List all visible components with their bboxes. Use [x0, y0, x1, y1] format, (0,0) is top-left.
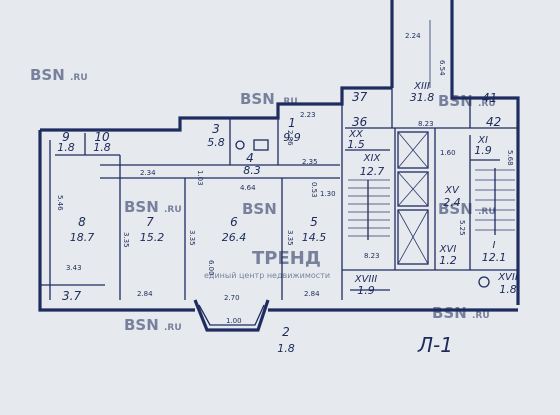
watermark-domain: .RU: [478, 207, 496, 217]
watermark-tagline: единый центр недвижимости: [204, 271, 330, 280]
room-area: 2.4: [443, 196, 461, 209]
watermark-brand: BSN: [124, 316, 159, 334]
dimension-label: 1.03: [196, 170, 204, 186]
room-area: 18.7: [70, 231, 95, 244]
room-area: 1.5: [347, 138, 365, 151]
room-area: 1.9: [357, 284, 375, 297]
dimension-label: 2.70: [224, 294, 240, 302]
watermark-brand: BSN: [242, 200, 277, 218]
room-area: 15.2: [140, 231, 165, 244]
room-labels: 1 9.9 2 1.8 3 5.8 4 8.3 5 14.5 6 26.4 7 …: [57, 81, 518, 355]
room-area: 31.8: [410, 91, 435, 104]
dimension-label: 8.23: [418, 120, 434, 128]
staircase-right: [475, 168, 515, 235]
dimension-label: 2.34: [140, 169, 156, 177]
room-number: 5: [310, 215, 318, 229]
room-number: XIII: [413, 81, 430, 92]
dimension-label: 3.43: [66, 264, 82, 272]
dimension-label: 0.53: [310, 182, 318, 198]
room-number: 4: [246, 151, 254, 165]
room-number: XIX: [363, 153, 382, 164]
room-area: 26.4: [222, 231, 247, 244]
watermark-brand: BSN: [438, 92, 473, 110]
dimension-labels: 2.24 6.54 8.23 2.23 2.86 2.35 2.34 1.03 …: [56, 32, 514, 325]
dimension-label: 2.23: [300, 111, 316, 119]
dimension-label: 1.00: [226, 317, 242, 325]
room-area: 14.5: [302, 231, 327, 244]
watermark-brand: BSN: [438, 200, 473, 218]
watermark-brand: BSN: [30, 66, 65, 84]
room-number: I: [493, 240, 496, 251]
watermark-domain: .RU: [478, 99, 496, 109]
dimension-label: 5.25: [458, 220, 466, 236]
room-number: 10: [94, 130, 110, 144]
room-area: 1.8: [57, 141, 75, 154]
watermark-brand: BSN: [240, 90, 275, 108]
room-number: XVIII: [354, 274, 378, 285]
room-area: 8.3: [243, 164, 261, 177]
marker-36: 36: [352, 115, 368, 129]
dimension-label: 4.64: [240, 184, 256, 192]
watermark-domain: .RU: [164, 323, 182, 333]
room-area: 1.8: [93, 141, 111, 154]
room-number: 8: [78, 215, 86, 229]
room-number: 1: [288, 116, 296, 130]
dimension-label: 2.35: [302, 158, 318, 166]
dimension-label: 6.00: [207, 260, 215, 276]
watermark-brand: BSN: [432, 304, 467, 322]
staircase-left: [348, 179, 390, 240]
marker-labels: 37 36 41 42 3.7: [62, 90, 501, 303]
room-area: 12.1: [482, 251, 507, 264]
room-area: 5.8: [207, 136, 225, 149]
watermark-domain: .RU: [70, 73, 88, 83]
interior-walls: [55, 88, 518, 300]
room-area: 1.8: [499, 283, 517, 296]
room-area: 1.9: [474, 144, 492, 157]
room-number: 7: [146, 215, 154, 229]
dimension-label: 3.35: [286, 230, 294, 246]
room-area: 12.7: [360, 165, 385, 178]
upper-corridor-walls: [390, 0, 454, 88]
room-number: XVII: [497, 272, 518, 283]
watermark-brand: BSN: [124, 198, 159, 216]
dimension-label: 6.54: [438, 60, 446, 76]
dimension-label: 1.30: [320, 190, 336, 198]
room-area: 1.8: [277, 342, 295, 355]
bathroom-fixtures: [235, 139, 490, 288]
watermarks: BSN .RU BSN .RU BSN .RU BSN .RU BSN BSN …: [30, 66, 496, 334]
watermark-domain: .RU: [280, 97, 298, 107]
dimension-label: 2.86: [286, 130, 294, 146]
elevator-shafts: [397, 131, 429, 265]
marker-3-7: 3.7: [62, 289, 81, 303]
room-number: 2: [282, 325, 290, 339]
room-area: 9.9: [283, 131, 301, 144]
dimension-label: 5.68: [506, 150, 514, 166]
marker-37: 37: [352, 90, 368, 104]
marker-42: 42: [486, 115, 501, 129]
watermark-domain: .RU: [164, 205, 182, 215]
room-number: 3: [212, 122, 220, 136]
room-number: XVI: [439, 244, 457, 255]
dimension-label: 5.46: [56, 195, 64, 211]
room-number: 6: [230, 215, 238, 229]
room-number: XV: [444, 185, 460, 196]
dimension-label: 1.60: [440, 149, 456, 157]
room-area: 1.2: [439, 254, 457, 267]
dimension-label: 2.24: [405, 32, 421, 40]
watermark-domain: .RU: [472, 311, 490, 321]
dimension-label: 8.23: [364, 252, 380, 260]
dimension-label: 2.84: [304, 290, 320, 298]
dimension-label: 3.35: [122, 232, 130, 248]
room-number: XX: [348, 129, 364, 140]
dimension-label: 3.35: [188, 230, 196, 246]
dimension-label: 2.84: [137, 290, 153, 298]
marker-41: 41: [482, 91, 497, 105]
watermark-logo: ТРЕНД: [252, 248, 321, 269]
room-number: 9: [62, 130, 70, 144]
sheet-label: Л-1: [417, 333, 453, 357]
room-number: XI: [477, 135, 488, 146]
